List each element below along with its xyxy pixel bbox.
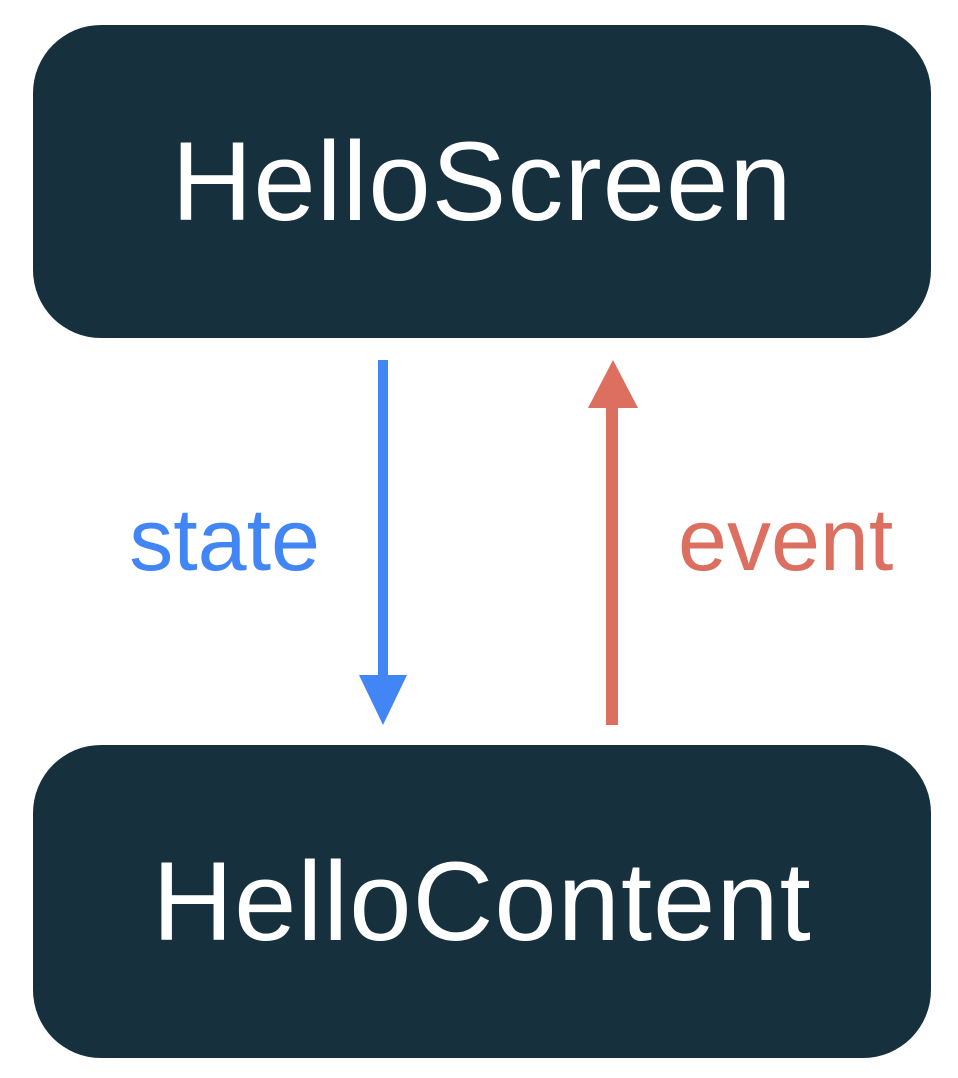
hello-content-label: HelloContent bbox=[152, 839, 812, 964]
state-arrow-down-icon bbox=[359, 675, 407, 725]
state-arrow-line bbox=[378, 360, 388, 685]
hello-content-box: HelloContent bbox=[33, 745, 931, 1058]
event-arrow-line bbox=[606, 400, 618, 725]
state-arrow-label: state bbox=[129, 490, 320, 589]
event-arrow-label: event bbox=[678, 490, 894, 589]
hello-screen-label: HelloScreen bbox=[171, 119, 793, 244]
hello-screen-box: HelloScreen bbox=[33, 25, 931, 338]
